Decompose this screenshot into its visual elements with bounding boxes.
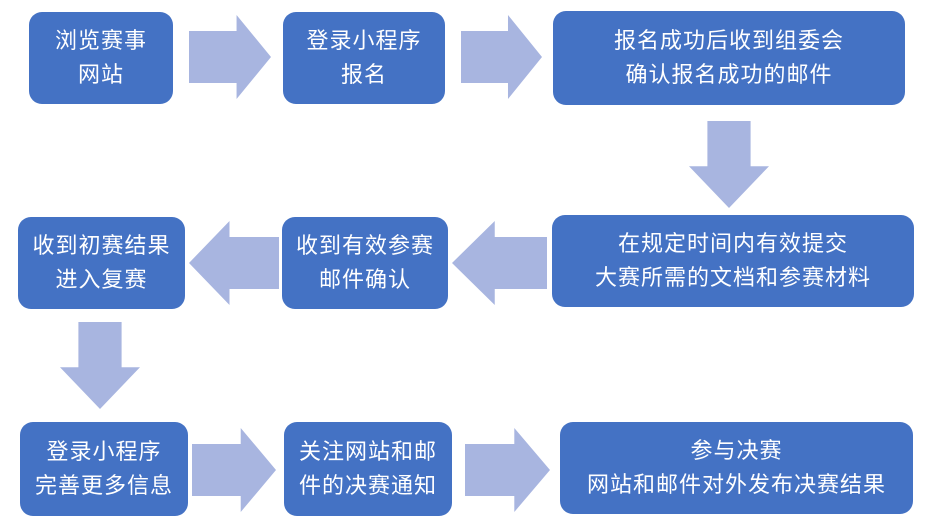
arrow-down-icon (689, 121, 769, 208)
step-text-line: 浏览赛事 (54, 28, 147, 53)
flow-step-final-notice: 关注网站和邮 件的决赛通知 (284, 422, 452, 516)
step-text-line: 关注网站和邮 (298, 439, 437, 464)
flow-step-preliminary-result: 收到初赛结果 进入复赛 (18, 217, 185, 309)
arrow-left-icon (452, 221, 547, 305)
step-text-line: 网站和邮件对外发布决赛结果 (586, 472, 886, 497)
flow-step-confirmation-email: 报名成功后收到组委会 确认报名成功的邮件 (553, 11, 905, 105)
arrow-right-icon (192, 428, 276, 512)
step-text-line: 确认报名成功的邮件 (625, 62, 833, 87)
step-text-line: 收到有效参赛 (295, 233, 434, 258)
step-text-line: 完善更多信息 (34, 473, 173, 498)
step-text-line: 件的决赛通知 (298, 473, 437, 498)
arrow-right-icon (461, 15, 542, 99)
flow-step-complete-info: 登录小程序 完善更多信息 (20, 422, 188, 516)
step-text-line: 登录小程序 (46, 439, 162, 464)
arrow-down-icon (60, 322, 140, 409)
flow-step-attend-final: 参与决赛 网站和邮件对外发布决赛结果 (560, 422, 913, 514)
arrow-left-icon (189, 221, 279, 305)
step-text-line: 收到初赛结果 (32, 233, 171, 258)
step-text-line: 邮件确认 (318, 267, 411, 292)
step-text-line: 报名 (340, 62, 387, 87)
arrow-right-icon (189, 15, 271, 99)
flow-step-valid-entry-email: 收到有效参赛 邮件确认 (282, 217, 448, 309)
step-text-line: 参与决赛 (690, 438, 783, 463)
step-text-line: 登录小程序 (306, 28, 422, 53)
flow-step-login-register: 登录小程序 报名 (283, 12, 445, 104)
step-text-line: 大赛所需的文档和参赛材料 (594, 265, 871, 290)
step-text-line: 在规定时间内有效提交 (617, 231, 848, 256)
step-text-line: 网站 (77, 62, 124, 87)
step-text-line: 进入复赛 (55, 267, 148, 292)
flow-step-browse-website: 浏览赛事 网站 (29, 12, 173, 104)
arrow-right-icon (465, 428, 550, 512)
flow-step-submit-materials: 在规定时间内有效提交 大赛所需的文档和参赛材料 (552, 215, 914, 307)
step-text-line: 报名成功后收到组委会 (613, 28, 844, 53)
